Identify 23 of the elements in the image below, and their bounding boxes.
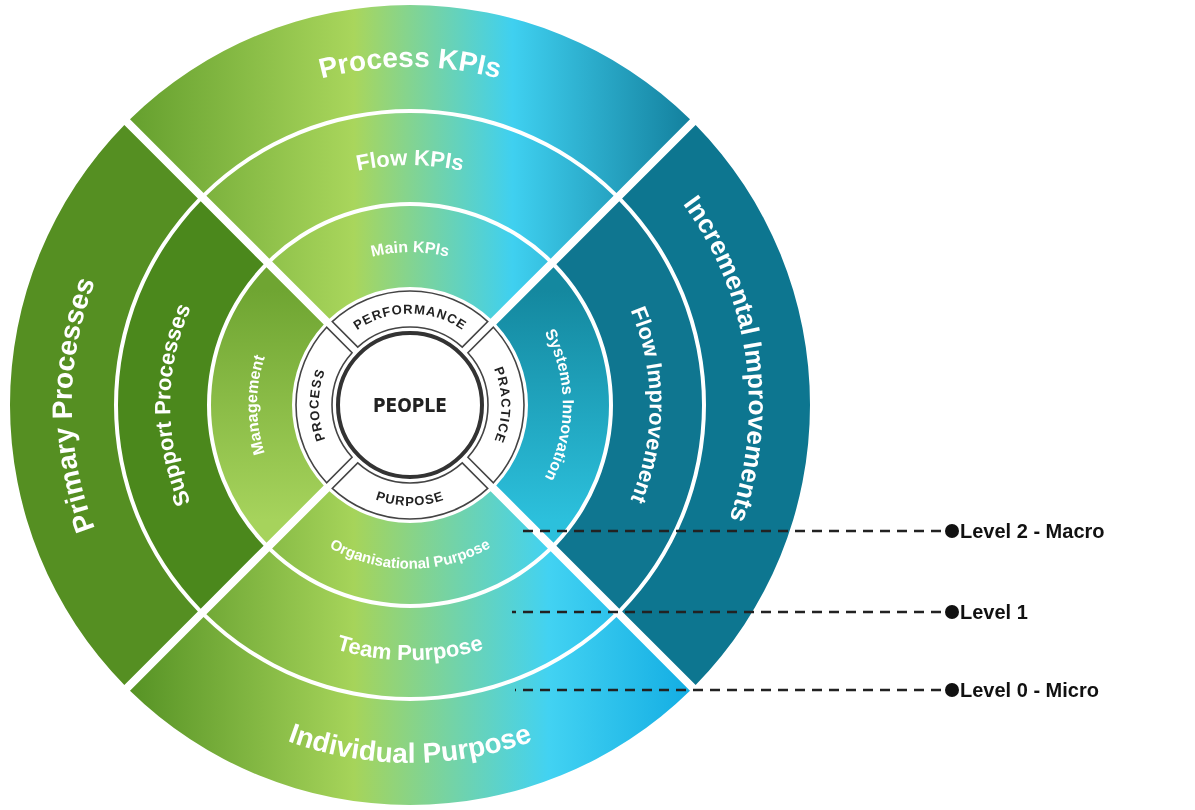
- ring-segment: [496, 267, 609, 543]
- inner-ring-segment: [331, 462, 489, 520]
- ring-segment: [130, 617, 690, 805]
- ring-segment: [272, 491, 548, 604]
- level-label: Level 2 - Macro: [960, 519, 1105, 543]
- segment-label: Flow KPIs: [353, 145, 467, 176]
- ring-segment: [206, 113, 614, 259]
- segment-label: Team Purpose: [334, 630, 486, 666]
- inner-ring-segment: [295, 326, 353, 484]
- level-label: Level 0 - Micro: [960, 678, 1099, 702]
- segment-label: Main KPIs: [369, 238, 451, 260]
- center-label: PEOPLE: [373, 394, 447, 416]
- ring-segment: [211, 267, 324, 543]
- level-label: Level 1: [960, 600, 1028, 624]
- segment-label: PURPOSE: [374, 488, 446, 509]
- ring-segment: [622, 125, 810, 685]
- leader-line: [515, 683, 959, 697]
- ring-segment: [130, 5, 690, 193]
- ring-segment: [118, 201, 264, 609]
- inner-ring-segment: [467, 326, 525, 484]
- ring-segment: [10, 125, 198, 685]
- segment-label: Process KPIs: [315, 41, 505, 85]
- segment-label: Individual Purpose: [285, 717, 535, 769]
